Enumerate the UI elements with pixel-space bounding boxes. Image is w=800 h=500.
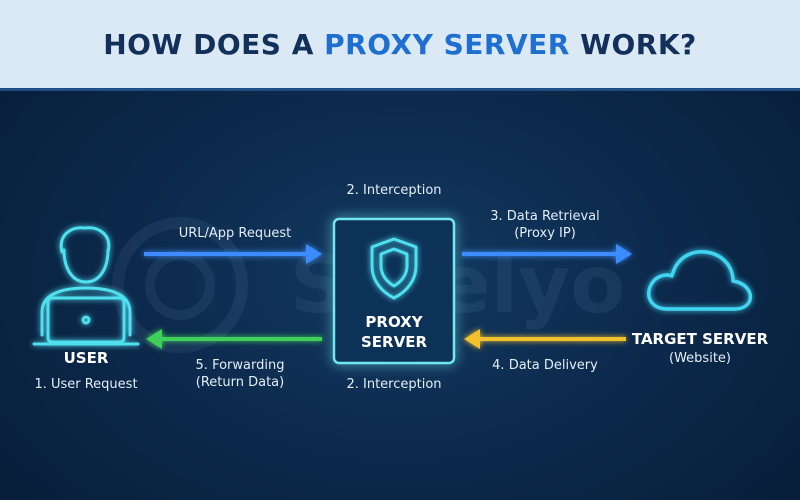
request-arrow xyxy=(144,244,322,264)
forwarding-label-line2: (Return Data) xyxy=(195,375,285,390)
page-title: HOW DOES A PROXY SERVER WORK? xyxy=(103,28,697,61)
title-suffix: WORK? xyxy=(580,27,697,61)
title-highlight: PROXY SERVER xyxy=(324,27,570,61)
retrieval-label-line1: 3. Data Retrieval xyxy=(490,209,600,224)
shield-icon xyxy=(370,237,418,300)
request-label: URL/App Request xyxy=(178,226,292,241)
interception-top-label: 2. Interception xyxy=(346,183,442,198)
proxy-server-box xyxy=(332,217,456,365)
interception-bottom-label: 2. Interception xyxy=(346,377,442,392)
title-prefix: HOW DOES A xyxy=(103,27,314,61)
delivery-arrow xyxy=(464,329,626,349)
forwarding-label: 5. Forwarding (Return Data) xyxy=(170,357,310,391)
proxy-label-line1: PROXY xyxy=(365,313,423,331)
delivery-label: 4. Data Delivery xyxy=(492,358,598,373)
user-caption: 1. User Request xyxy=(34,377,138,392)
watermark-logo-inner xyxy=(145,250,215,320)
proxy-label-line2: SERVER xyxy=(360,333,427,351)
target-server-caption: (Website) xyxy=(669,351,731,366)
retrieval-label-line2: (Proxy IP) xyxy=(514,226,576,241)
header-banner: HOW DOES A PROXY SERVER WORK? xyxy=(0,0,800,88)
header-divider xyxy=(0,88,800,91)
retrieval-arrow xyxy=(462,244,632,264)
target-server-name: TARGET SERVER xyxy=(631,330,769,348)
user-icon xyxy=(32,226,140,346)
user-name: USER xyxy=(63,349,109,367)
proxy-server-label: PROXY SERVER xyxy=(334,312,454,352)
cloud-icon xyxy=(647,250,753,311)
retrieval-label: 3. Data Retrieval (Proxy IP) xyxy=(470,208,620,242)
watermark-logo-icon xyxy=(112,217,248,353)
forwarding-label-line1: 5. Forwarding xyxy=(195,358,285,373)
diagram-canvas: Safelyo xyxy=(32,217,753,365)
forwarding-arrow xyxy=(146,329,322,349)
